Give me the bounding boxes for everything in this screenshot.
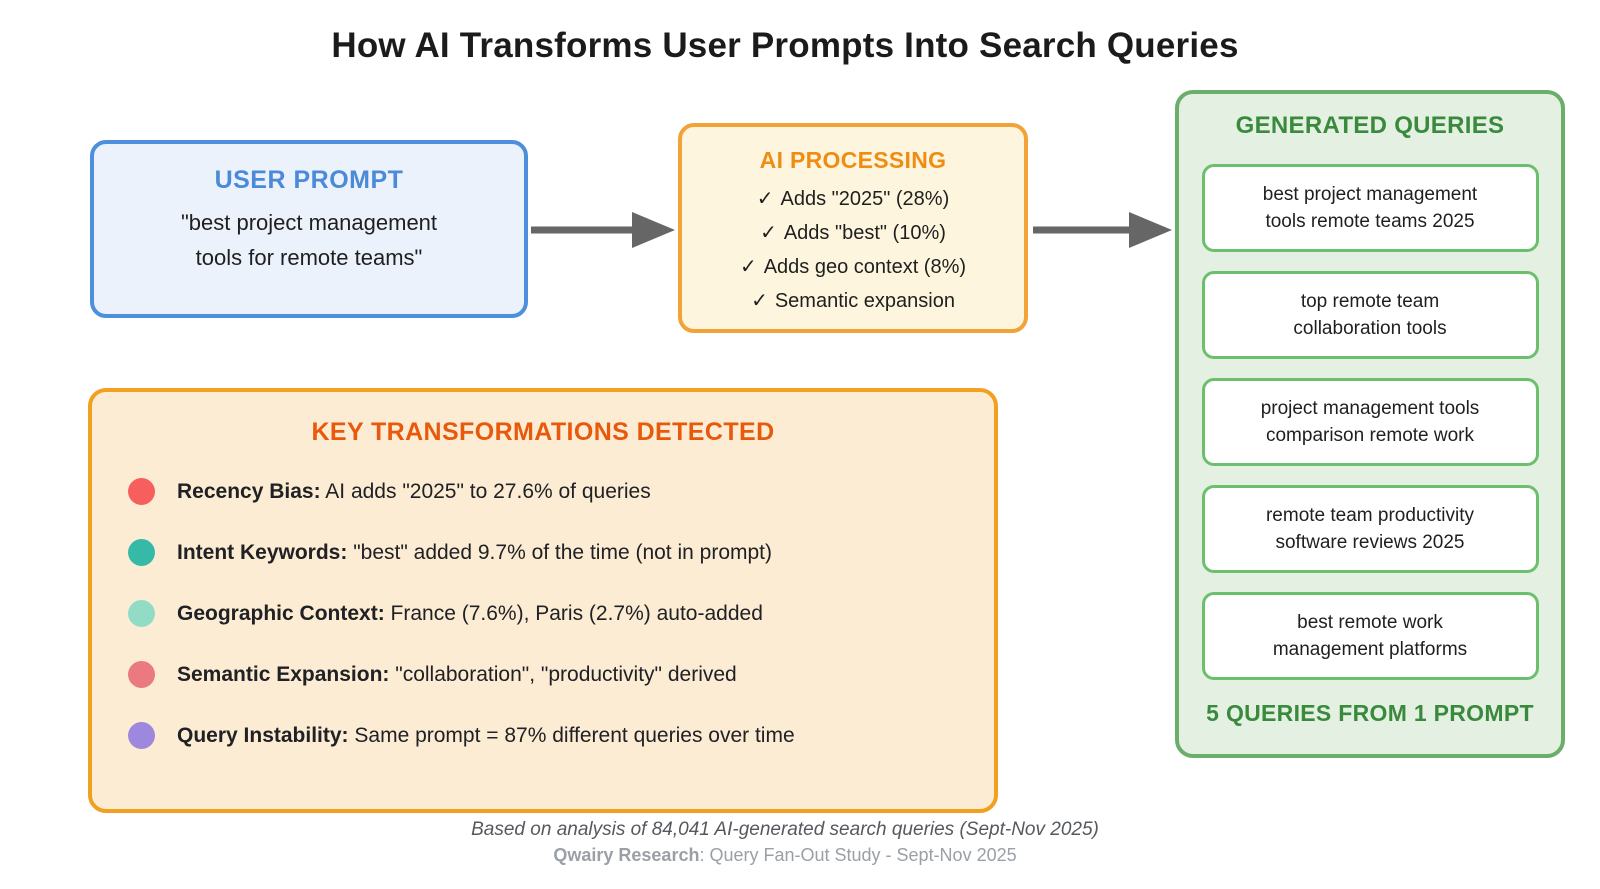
flow-arrow-icon (531, 212, 675, 248)
transformation-row: Recency Bias: AI adds "2025" to 27.6% of… (128, 461, 994, 522)
ai-processing-item-text: Adds geo context (8%) (763, 256, 967, 278)
checkmark-icon: ✓ (751, 290, 768, 312)
footnote-study: : Query Fan-Out Study - Sept-Nov 2025 (699, 845, 1017, 865)
checkmark-icon: ✓ (760, 222, 777, 244)
footnote-analysis: Based on analysis of 84,041 AI-generated… (471, 819, 1099, 840)
generated-queries-heading: GENERATED QUERIES (1235, 112, 1505, 139)
bullet-dot-icon (128, 478, 155, 505)
transformation-text: Intent Keywords: "best" added 9.7% of th… (177, 541, 772, 565)
transformation-label: Query Instability: (177, 723, 349, 747)
transformation-text: Geographic Context: France (7.6%), Paris… (177, 602, 763, 626)
ai-processing-heading: AI PROCESSING (759, 147, 947, 173)
transformation-detail: "best" added 9.7% of the time (not in pr… (353, 540, 773, 564)
flow-arrow-icon (1033, 212, 1172, 248)
transformation-text: Recency Bias: AI adds "2025" to 27.6% of… (177, 480, 651, 504)
transformation-label: Intent Keywords: (177, 540, 348, 564)
generated-queries-panel: GENERATED QUERIES best project managemen… (1175, 90, 1565, 758)
query-card: remote team productivity software review… (1201, 485, 1539, 573)
transformation-detail: "collaboration", "productivity" derived (395, 662, 737, 686)
transformation-detail: Same prompt = 87% different queries over… (354, 723, 795, 747)
ai-processing-item-text: Adds "2025" (28%) (780, 188, 950, 210)
key-transformations-panel: KEY TRANSFORMATIONS DETECTED Recency Bia… (88, 388, 998, 813)
key-transformations-heading: KEY TRANSFORMATIONS DETECTED (311, 418, 775, 446)
ai-processing-item: ✓ Adds "best" (10%) (682, 216, 1024, 250)
query-card: best project management tools remote tea… (1201, 164, 1539, 252)
transformation-row: Intent Keywords: "best" added 9.7% of th… (128, 522, 994, 583)
transformation-text: Semantic Expansion: "collaboration", "pr… (177, 663, 737, 687)
user-prompt-text: "best project management tools for remot… (180, 210, 438, 270)
ai-processing-item-text: Semantic expansion (774, 290, 955, 312)
query-card: project management tools comparison remo… (1201, 378, 1539, 466)
transformation-text: Query Instability: Same prompt = 87% dif… (177, 724, 795, 748)
ai-processing-list: ✓Adds "2025" (28%) ✓Adds "best" (10%) ✓A… (682, 182, 1024, 318)
ai-processing-item: ✓ Adds "2025" (28%) (682, 182, 1024, 216)
ai-processing-box: AI PROCESSING ✓Adds "2025" (28%) ✓Adds "… (678, 123, 1028, 333)
key-transformations-list: Recency Bias: AI adds "2025" to 27.6% of… (92, 461, 994, 766)
transformation-row: Query Instability: Same prompt = 87% dif… (128, 705, 994, 766)
transformation-label: Recency Bias: (177, 479, 321, 503)
transformation-label: Semantic Expansion: (177, 662, 390, 686)
bullet-dot-icon (128, 600, 155, 627)
ai-processing-item: ✓ Semantic expansion (682, 284, 1024, 318)
user-prompt-box: USER PROMPT "best project management too… (90, 140, 528, 318)
query-card: best remote work management platforms (1201, 592, 1539, 680)
query-card: top remote team collaboration tools (1201, 271, 1539, 359)
transformation-detail: France (7.6%), Paris (2.7%) auto-added (390, 601, 763, 625)
footnote-brand: Qwairy Research (553, 845, 700, 865)
bullet-dot-icon (128, 722, 155, 749)
bullet-dot-icon (128, 661, 155, 688)
queries-summary: 5 QUERIES FROM 1 PROMPT (1206, 700, 1534, 726)
query-list: best project management tools remote tea… (1201, 164, 1539, 680)
ai-processing-item-text: Adds "best" (10%) (783, 222, 946, 244)
checkmark-icon: ✓ (756, 188, 774, 210)
page-title: How AI Transforms User Prompts Into Sear… (331, 26, 1239, 65)
footnote-source: Qwairy Research: Query Fan-Out Study - S… (0, 845, 1570, 866)
transformation-label: Geographic Context: (177, 601, 385, 625)
ai-processing-item: ✓ Adds geo context (8%) (682, 250, 1024, 284)
transformation-detail: AI adds "2025" to 27.6% of queries (325, 479, 651, 503)
transformation-row: Semantic Expansion: "collaboration", "pr… (128, 644, 994, 705)
transformation-row: Geographic Context: France (7.6%), Paris… (128, 583, 994, 644)
checkmark-icon: ✓ (739, 256, 757, 278)
bullet-dot-icon (128, 539, 155, 566)
user-prompt-heading: USER PROMPT (214, 166, 404, 194)
